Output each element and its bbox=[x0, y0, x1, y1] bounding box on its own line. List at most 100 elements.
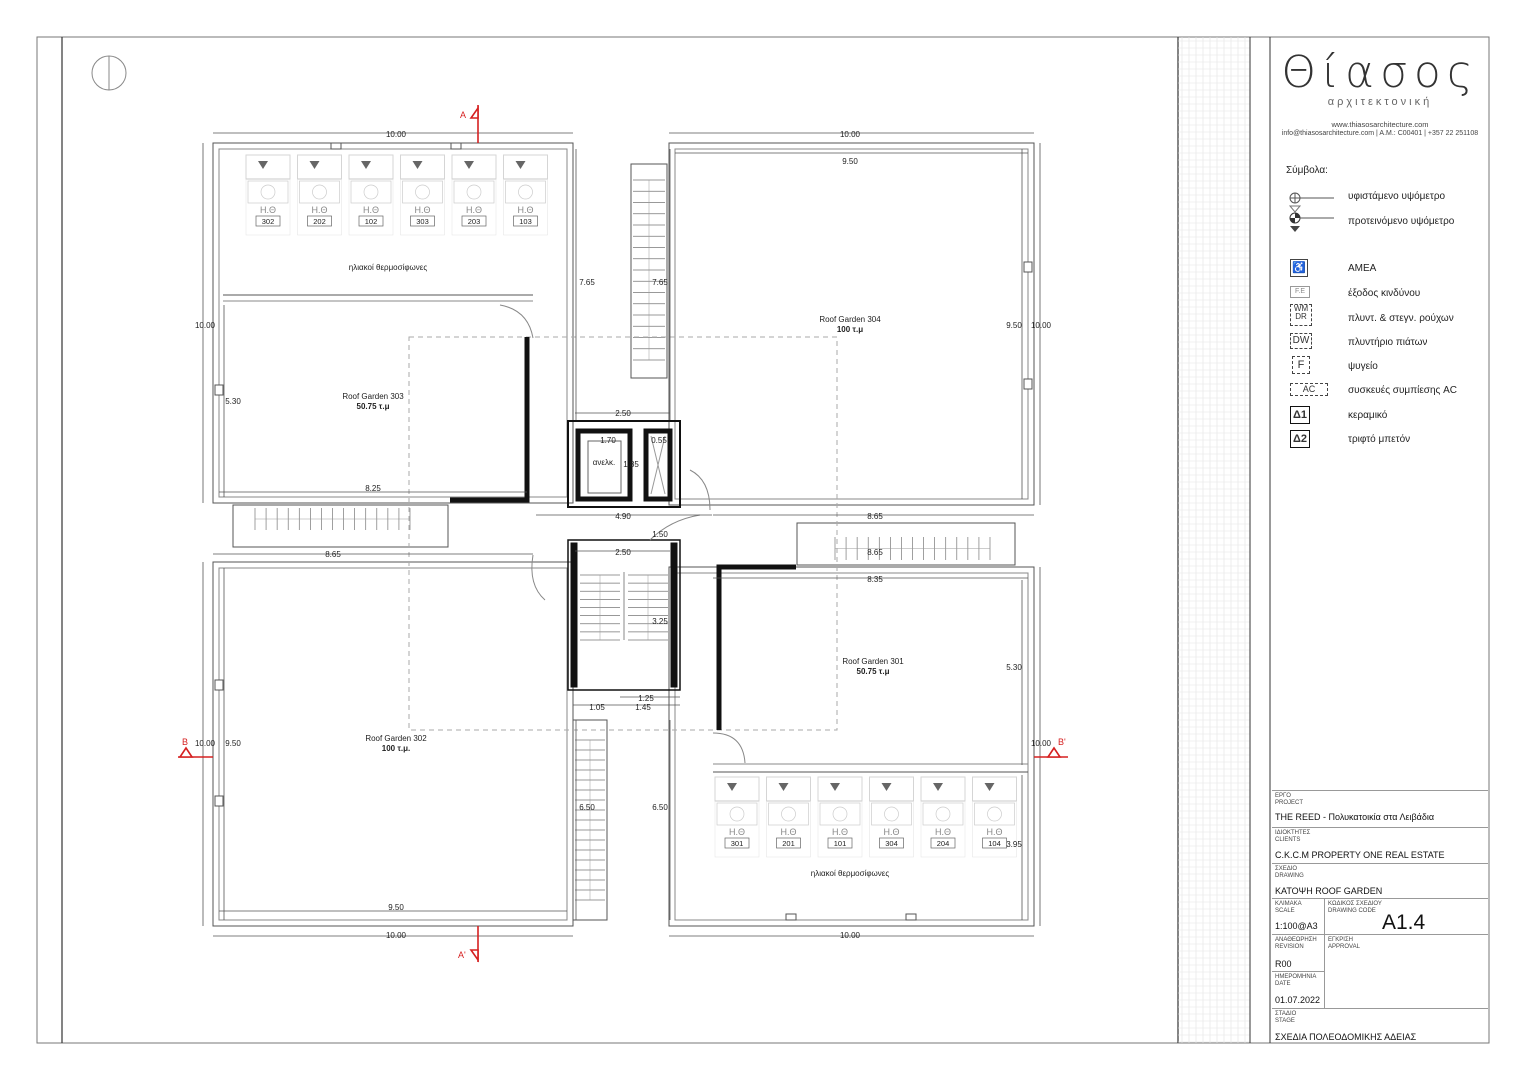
heater-unit-number: 302 bbox=[262, 217, 275, 226]
heater-tag: Η.Θ bbox=[260, 205, 276, 215]
approval-caption: ΕΓΚΡΙΣΗ APPROVAL bbox=[1328, 937, 1360, 950]
room-area-303: 50.75 τ.μ bbox=[357, 402, 390, 411]
solar-heater-unit: Η.Θ 302 bbox=[245, 154, 291, 236]
legend-row-existing-level: υφιστάμενο υψόμετρο bbox=[1286, 187, 1486, 209]
project-caption: ΕΡΓΟ PROJECT bbox=[1275, 793, 1304, 806]
dim-br-top: 8.65 bbox=[867, 512, 883, 521]
room-area-304: 100 τ.μ bbox=[837, 325, 863, 334]
legend-row-proposed-level: προτεινόμενο υψόμετρο bbox=[1286, 205, 1486, 234]
dim-tl-bottom: 8.25 bbox=[365, 484, 381, 493]
ac-symbol: AC bbox=[1290, 383, 1328, 396]
section-a-top: A bbox=[460, 110, 466, 120]
heater-unit-number: 101 bbox=[834, 839, 847, 848]
revision-caption: ΑΝΑΘΕΩΡΗΣΗ REVISION bbox=[1275, 937, 1317, 950]
dim-tr-outer-height: 10.00 bbox=[1031, 321, 1052, 330]
dim-bl-top: 8.65 bbox=[325, 550, 341, 559]
dim-stair-width: 2.50 bbox=[615, 548, 631, 557]
heater-unit-number: 201 bbox=[782, 839, 795, 848]
dim-right-corridor: 7.65 bbox=[652, 278, 668, 287]
legend-row-washer: WM DR πλυντ. & στεγν. ρούχων bbox=[1286, 304, 1486, 331]
heater-tag: Η.Θ bbox=[414, 205, 430, 215]
legend-row-ac: AC συσκευές συμπίεσης AC bbox=[1286, 381, 1486, 403]
drawing-code: A1.4 bbox=[1382, 911, 1426, 934]
dim-core-width: 2.50 bbox=[615, 409, 631, 418]
date-value: 01.07.2022 bbox=[1275, 995, 1321, 1005]
firm-website[interactable]: www.thiasosarchitecture.com bbox=[1331, 120, 1429, 129]
dim-bottom-right-width: 10.00 bbox=[840, 931, 861, 940]
dim-br-stair: 8.65 bbox=[867, 548, 883, 557]
dim-left-corridor: 7.65 bbox=[579, 278, 595, 287]
code-caption: ΚΩΔΙΚΟΣ ΣΧΕΔΙΟΥ DRAWING CODE bbox=[1328, 901, 1382, 914]
room-name-303: Roof Garden 303 bbox=[342, 392, 404, 401]
clients-caption: ΙΔΙΟΚΤΗΤΕΣ CLIENTS bbox=[1275, 830, 1311, 843]
heater-unit-number: 203 bbox=[468, 217, 481, 226]
dim-br-top-8-35: 8.35 bbox=[867, 575, 883, 584]
dim-stair-3-25: 3.25 bbox=[652, 617, 668, 626]
dim-corr-right: 6.50 bbox=[652, 803, 668, 812]
heater-tag: Η.Θ bbox=[729, 827, 745, 837]
accessible-icon: ♿ bbox=[1290, 259, 1308, 277]
heater-tag: Η.Θ bbox=[986, 827, 1002, 837]
solar-heater-unit: Η.Θ 203 bbox=[451, 154, 497, 236]
dimension-lines bbox=[202, 132, 1041, 937]
dim-elev-depth: 1.85 bbox=[623, 460, 639, 469]
wall-bottom-right bbox=[716, 564, 796, 730]
solar-heaters-label-top: ηλιακοί θερμοσίφωνες bbox=[349, 263, 428, 272]
dim-bl-inner: 9.50 bbox=[225, 739, 241, 748]
legend-row-accessible: ♿ ΑΜΕΑ bbox=[1286, 259, 1486, 281]
heater-unit-number: 103 bbox=[519, 217, 532, 226]
heater-tag: Η.Θ bbox=[311, 205, 327, 215]
heater-tag: Η.Θ bbox=[832, 827, 848, 837]
dishwasher-symbol: DW bbox=[1290, 333, 1312, 349]
dim-1-05: 1.05 bbox=[589, 703, 605, 712]
wall-top-left bbox=[450, 337, 530, 503]
fire-exit-symbol: F.E bbox=[1290, 286, 1310, 298]
heater-tag: Η.Θ bbox=[517, 205, 533, 215]
room-name-302: Roof Garden 302 bbox=[365, 734, 427, 743]
dim-1-45: 1.45 bbox=[635, 703, 651, 712]
drawing-caption: ΣΧΕΔΙΟ DRAWING bbox=[1275, 866, 1304, 879]
heater-unit-number: 102 bbox=[365, 217, 378, 226]
solar-heater-unit: Η.Θ 103 bbox=[503, 154, 548, 236]
stair-core bbox=[567, 539, 681, 691]
floor-plan bbox=[212, 142, 1035, 927]
tile-symbol: Δ1 bbox=[1290, 406, 1310, 424]
heater-tag: Η.Θ bbox=[466, 205, 482, 215]
legend-label: υφιστάμενο υψόμετρο bbox=[1348, 191, 1446, 202]
title-block: ΕΡΓΟ PROJECT THE REED - Πολυκατοικία στα… bbox=[1272, 790, 1488, 1044]
heater-tag: Η.Θ bbox=[883, 827, 899, 837]
section-a-bottom: A' bbox=[458, 950, 466, 960]
elevator-label: ανελκ. bbox=[593, 458, 615, 467]
legend-label: κεραμικό bbox=[1348, 410, 1388, 421]
dim-core-4-90: 4.90 bbox=[615, 512, 631, 521]
concrete-symbol: Δ2 bbox=[1290, 430, 1310, 448]
heater-tag: Η.Θ bbox=[363, 205, 379, 215]
revision-value: R00 bbox=[1275, 959, 1292, 969]
heater-unit-number: 104 bbox=[988, 839, 1001, 848]
dim-1-25: 1.25 bbox=[638, 694, 654, 703]
solar-heaters-label-bottom: ηλιακοί θερμοσίφωνες bbox=[811, 869, 890, 878]
dim-bl-bottom-inner: 9.50 bbox=[388, 903, 404, 912]
legend-row-concrete: Δ2 τριφτό μπετόν bbox=[1286, 430, 1486, 452]
dim-left-inner: 5.30 bbox=[225, 397, 241, 406]
grid-strip bbox=[1178, 37, 1250, 1043]
dim-bottom-left-width: 10.00 bbox=[386, 931, 407, 940]
north-arrow-icon bbox=[91, 55, 127, 91]
firm-tagline: αρχιτεκτονική bbox=[1327, 96, 1433, 108]
date-caption: ΗΜΕΡΟΜΗΝΙΑ DATE bbox=[1275, 974, 1317, 987]
scale-value: 1:100@A3 bbox=[1275, 921, 1318, 931]
stage-caption: ΣΤΑΔΙΟ STAGE bbox=[1275, 1011, 1297, 1024]
dashed-overlay bbox=[408, 336, 838, 731]
section-b-right: B' bbox=[1058, 737, 1066, 747]
legend-label: πλυντήριο πιάτων bbox=[1348, 337, 1428, 348]
roof-garden-304-outline bbox=[668, 142, 1035, 506]
stage-value: ΣΧΕΔΙΑ ΠΟΛΕΟΔΟΜΙΚΗΣ ΑΔΕΙΑΣ bbox=[1275, 1032, 1417, 1042]
firm-name: Θίασος bbox=[1281, 47, 1479, 98]
room-name-301: Roof Garden 301 bbox=[842, 657, 904, 666]
existing-level-icon bbox=[1289, 192, 1334, 204]
